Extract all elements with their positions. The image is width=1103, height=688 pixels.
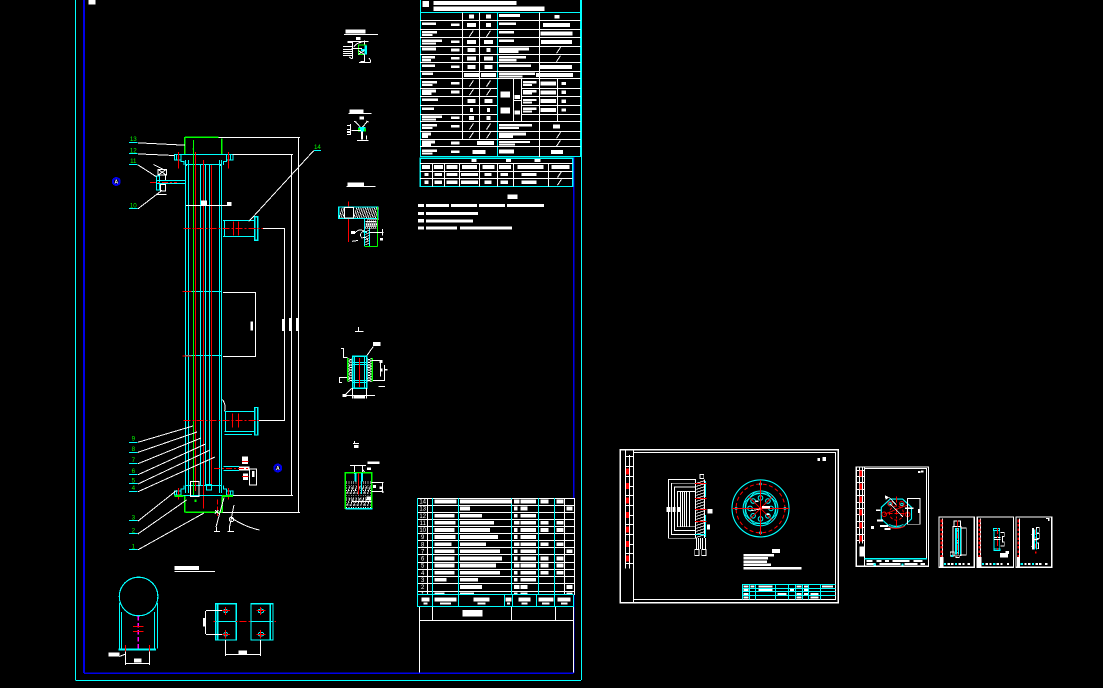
svg-text:14: 14 <box>419 500 426 506</box>
svg-text:9: 9 <box>132 436 136 443</box>
svg-text:13: 13 <box>130 136 137 143</box>
svg-text:3: 3 <box>132 515 136 522</box>
svg-text:8: 8 <box>132 446 136 453</box>
svg-text:5: 5 <box>132 478 136 485</box>
svg-text:4: 4 <box>421 571 425 577</box>
svg-text:7: 7 <box>132 457 136 464</box>
svg-text:10: 10 <box>130 202 137 209</box>
svg-text:14: 14 <box>314 144 321 151</box>
svg-text:5: 5 <box>421 564 425 570</box>
svg-text:2: 2 <box>421 585 425 591</box>
svg-text:9: 9 <box>421 535 425 541</box>
svg-text:7: 7 <box>421 549 425 555</box>
svg-text:11: 11 <box>130 158 137 165</box>
svg-text:13: 13 <box>419 507 426 513</box>
svg-text:8: 8 <box>421 542 425 548</box>
svg-text:1: 1 <box>132 543 136 550</box>
svg-text:4: 4 <box>132 485 136 492</box>
svg-text:2: 2 <box>132 527 136 534</box>
svg-text:12: 12 <box>130 147 137 154</box>
svg-text:12: 12 <box>419 514 426 520</box>
svg-text:6: 6 <box>132 468 136 475</box>
svg-text:6: 6 <box>421 557 425 563</box>
svg-text:A: A <box>114 180 118 186</box>
svg-text:11: 11 <box>420 521 427 527</box>
svg-text:10: 10 <box>419 528 426 534</box>
svg-text:3: 3 <box>421 578 425 584</box>
svg-text:A: A <box>276 466 280 472</box>
